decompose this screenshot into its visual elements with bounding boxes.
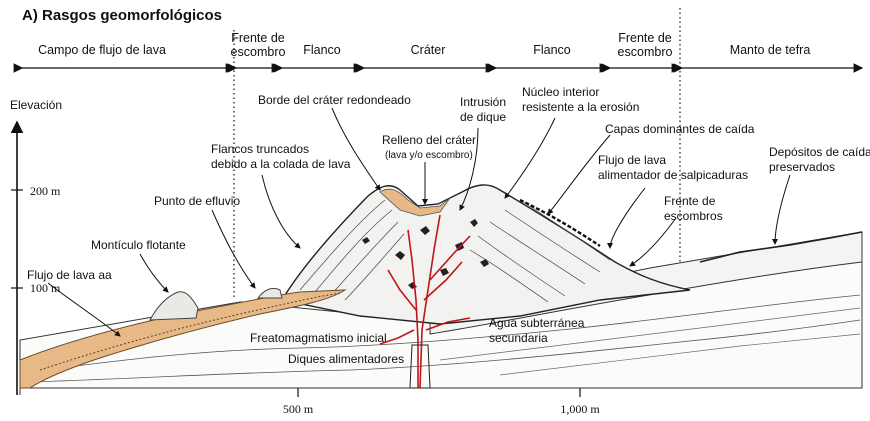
zone-crater-label: Cráter (411, 43, 446, 57)
label-monticulo: Montículo flotante (91, 238, 186, 252)
label-diques: Diques alimentadores (288, 352, 404, 366)
label-flujo-aa: Flujo de lava aa (27, 268, 112, 282)
label-borde-crater: Borde del cráter redondeado (258, 93, 411, 107)
label-depositos-1: Depósitos de caída (769, 145, 870, 159)
zone-manto-label: Manto de tefra (730, 43, 811, 57)
label-flancos-truncados-2: debido a la colada de lava (211, 157, 351, 171)
distance-axis (298, 388, 580, 397)
label-intrusion-2: de dique (460, 110, 506, 124)
zone-frente-right-label-2: escombro (618, 45, 673, 59)
tick-1000m: 1,000 m (560, 402, 600, 416)
zone-frente-right-label-1: Frente de (618, 31, 672, 45)
label-frente-escombros-1: Frente de (664, 194, 716, 208)
label-relleno-1: Relleno del cráter (382, 133, 476, 147)
label-depositos-2: preservados (769, 160, 835, 174)
tick-100m: 100 m (30, 281, 61, 295)
zone-frente-left-label-1: Frente de (231, 31, 285, 45)
label-flujo-salp-2: alimentador de salpicaduras (598, 168, 748, 182)
label-intrusion-1: Intrusión (460, 95, 506, 109)
zone-campo-label: Campo de flujo de lava (38, 43, 166, 57)
elevation-label: Elevación (10, 98, 62, 112)
label-flancos-truncados-1: Flancos truncados (211, 142, 309, 156)
label-agua-2: secundaria (489, 331, 548, 345)
figure-title: A) Rasgos geomorfológicos (22, 7, 222, 24)
label-nucleo-2: resistente a la erosión (522, 100, 639, 114)
zone-flanco-left-label: Flanco (303, 43, 341, 57)
tick-500m: 500 m (283, 402, 314, 416)
label-punto-efluvio: Punto de efluvio (154, 194, 240, 208)
label-nucleo-1: Núcleo interior (522, 85, 599, 99)
tick-200m: 200 m (30, 184, 61, 198)
zone-frente-left-label-2: escombro (231, 45, 286, 59)
label-agua-1: Agua subterránea (489, 316, 585, 330)
zone-flanco-right-label: Flanco (533, 43, 571, 57)
label-flujo-salp-1: Flujo de lava (598, 153, 666, 167)
cross-section (20, 185, 862, 395)
label-capas: Capas dominantes de caída (605, 122, 755, 136)
label-freatomagmatismo: Freatomagmatismo inicial (250, 331, 387, 345)
label-relleno-2: (lava y/o escombro) (385, 150, 473, 161)
label-frente-escombros-2: escombros (664, 209, 723, 223)
